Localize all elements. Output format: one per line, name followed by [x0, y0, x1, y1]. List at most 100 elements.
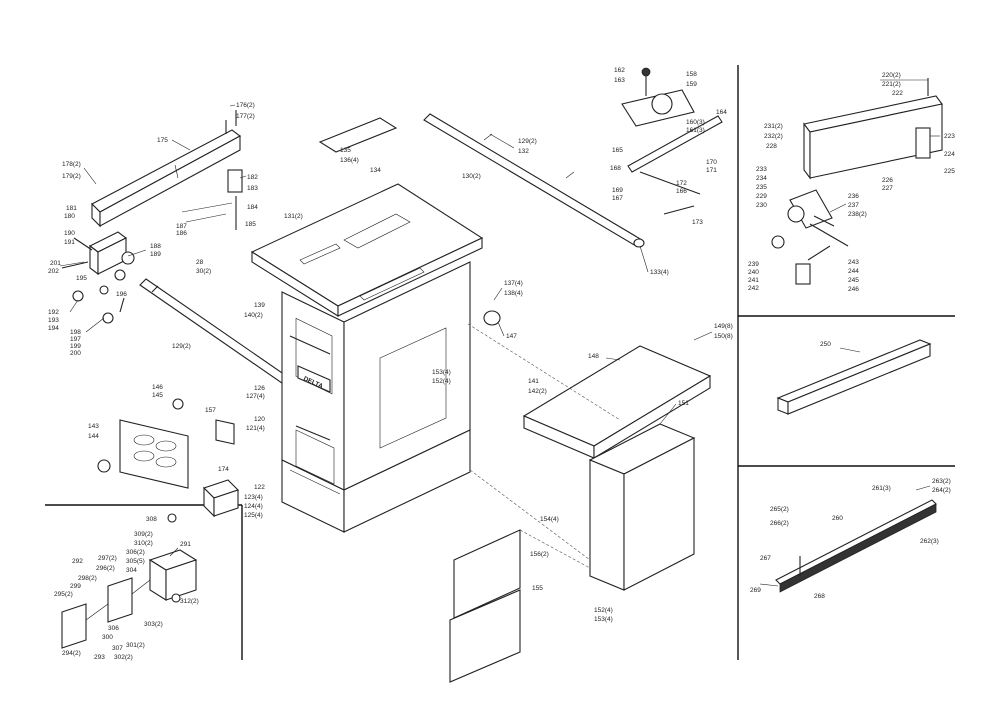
part-label: 138(4) [504, 290, 523, 297]
part-label: 125(4) [244, 512, 263, 519]
part-label: 291 [180, 541, 191, 548]
part-label: 167 [612, 195, 623, 202]
part-label: 141 [528, 378, 539, 385]
part-label: 28 [196, 259, 204, 266]
part-label: 296(2) [96, 565, 115, 572]
part-label: 139 [254, 302, 265, 309]
part-label: 230 [756, 202, 767, 209]
part-label: 142(2) [528, 388, 547, 395]
part-label: 227 [882, 185, 893, 192]
part-label: 145 [152, 392, 163, 399]
part-labels: 176(2) 177(2) 175 178(2) 179(2) 181 180 … [48, 67, 955, 661]
part-label: 306(2) [126, 549, 145, 556]
part-label: 165 [612, 147, 623, 154]
part-label: 188 [150, 243, 161, 250]
part-label: 225 [944, 168, 955, 175]
part-label: 175 [157, 137, 168, 144]
part-label: 202 [48, 268, 59, 275]
part-label: 194 [48, 325, 59, 332]
part-label: 127(4) [246, 393, 265, 400]
part-label: 177(2) [236, 113, 255, 120]
part-label: 134 [370, 167, 381, 174]
part-label: 158 [686, 71, 697, 78]
part-label: 235 [756, 184, 767, 191]
part-label: 239 [748, 261, 759, 268]
part-label: 132 [518, 148, 529, 155]
front-panel [97, 398, 240, 518]
part-label: 126 [254, 385, 265, 392]
part-label: 150(8) [714, 333, 733, 340]
part-label: 136(4) [340, 157, 359, 164]
part-label: 129(2) [172, 343, 191, 350]
part-label: 168 [610, 165, 621, 172]
part-label: 123(4) [244, 494, 263, 501]
part-label: 146 [152, 384, 163, 391]
extension-bar [776, 339, 932, 415]
part-label: 197 [70, 336, 81, 343]
part-label: 293 [94, 654, 105, 661]
part-label: 144 [88, 433, 99, 440]
part-label: 303(2) [144, 621, 163, 628]
part-label: 308 [146, 516, 157, 523]
part-label: 264(2) [932, 487, 951, 494]
part-label: 250 [820, 341, 831, 348]
switch-box [61, 513, 198, 649]
part-label: 221(2) [882, 81, 901, 88]
part-label: 232(2) [764, 133, 783, 140]
part-label: 246 [848, 286, 859, 293]
part-label: 170 [706, 159, 717, 166]
part-label: 228 [766, 143, 777, 150]
part-label: 172 [676, 180, 687, 187]
front-rail [759, 499, 937, 593]
part-label: 234 [756, 175, 767, 182]
part-label: 156(2) [530, 551, 549, 558]
part-label: 267 [760, 555, 771, 562]
part-label: 171 [706, 167, 717, 174]
part-label: 185 [245, 221, 256, 228]
part-label: 262(3) [920, 538, 939, 545]
part-label: 143 [88, 423, 99, 430]
part-label: 201 [50, 260, 61, 267]
part-label: 243 [848, 259, 859, 266]
part-label: 302(2) [114, 654, 133, 661]
part-label: 268 [814, 593, 825, 600]
part-label: 187 [176, 223, 187, 230]
part-label: 241 [748, 277, 759, 284]
part-label: 199 [70, 343, 81, 350]
part-label: 229 [756, 193, 767, 200]
part-label: 312(2) [180, 598, 199, 605]
part-label: 179(2) [62, 173, 81, 180]
part-label: 224 [944, 151, 955, 158]
part-label: 292 [72, 558, 83, 565]
part-label: 242 [748, 285, 759, 292]
part-label: 226 [882, 177, 893, 184]
part-label: 306 [108, 625, 119, 632]
part-label: 157 [205, 407, 216, 414]
part-label: 269 [750, 587, 761, 594]
part-label: 190 [64, 230, 75, 237]
part-label: 176(2) [236, 102, 255, 109]
part-label: 237 [848, 202, 859, 209]
part-label: 261(3) [872, 485, 891, 492]
saw-cabinet: DELTA [250, 117, 501, 533]
rip-fence [771, 78, 943, 285]
part-label: 181 [66, 205, 77, 212]
part-label: 193 [48, 317, 59, 324]
part-label: 231(2) [764, 123, 783, 130]
panel-dividers [45, 65, 955, 660]
part-label: 155 [532, 585, 543, 592]
part-label: 299 [70, 583, 81, 590]
extension-cover [449, 323, 712, 683]
part-label: 137(4) [504, 280, 523, 287]
part-label: 180 [64, 213, 75, 220]
part-label: 184 [247, 204, 258, 211]
part-label: 263(2) [932, 478, 951, 485]
part-label: 178(2) [62, 161, 81, 168]
part-label: 191 [64, 239, 75, 246]
part-label: 294(2) [62, 650, 81, 657]
part-label: 301(2) [126, 642, 145, 649]
part-label: 233 [756, 166, 767, 173]
part-label: 152(4) [432, 378, 451, 385]
part-label: 131(2) [284, 213, 303, 220]
part-label: 305(5) [126, 558, 145, 565]
